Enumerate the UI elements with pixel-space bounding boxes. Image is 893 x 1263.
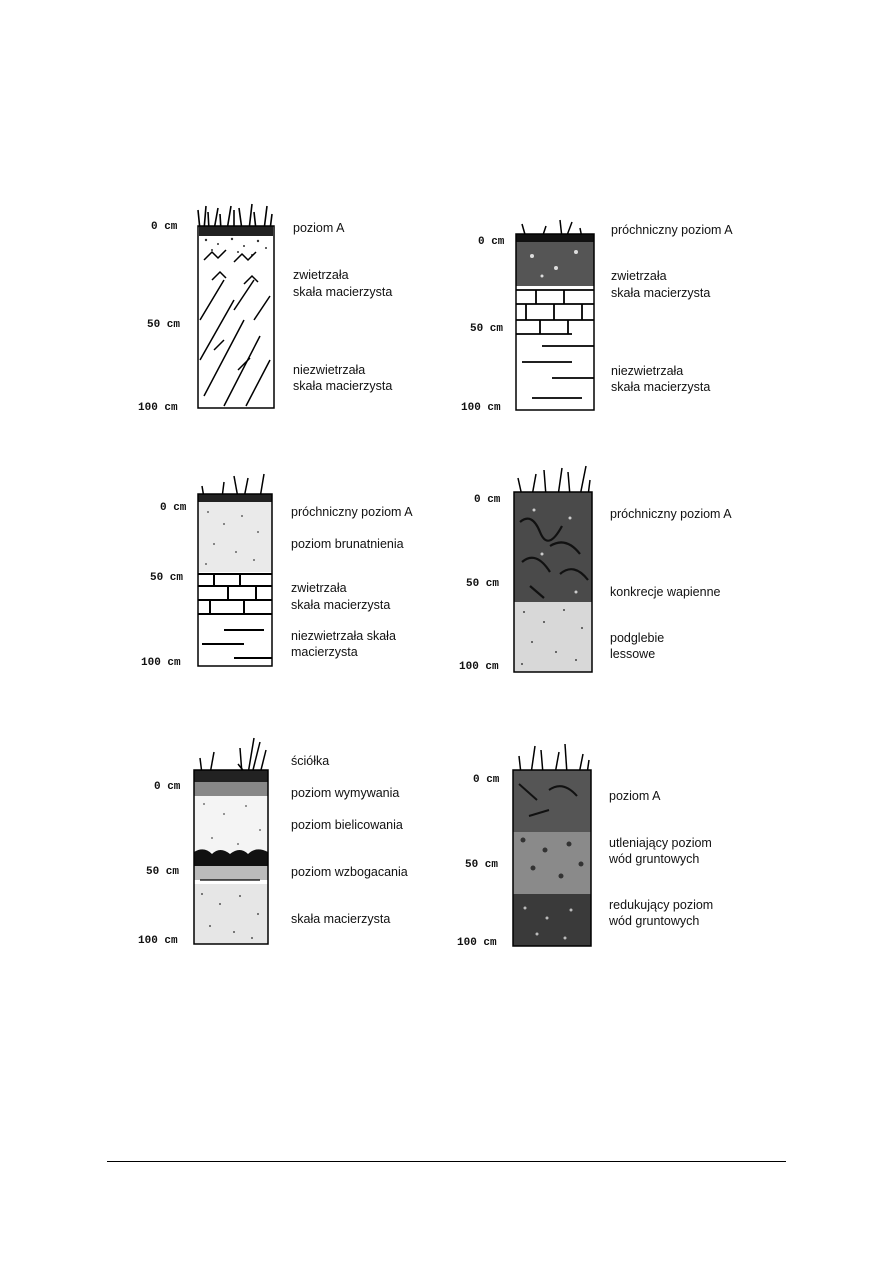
- horizon-label: próchniczny poziom A: [611, 223, 733, 237]
- horizon-label: poziom bielicowania: [291, 818, 403, 832]
- horizon-label: niezwietrzała skała: [291, 629, 396, 643]
- horizon-label: redukujący poziom: [609, 898, 714, 912]
- horizon-label: podglebie: [610, 631, 665, 645]
- horizon-label: niezwietrzała: [293, 363, 366, 377]
- soil-column-1: [194, 200, 276, 412]
- horizon-label: konkrecje wapienne: [610, 585, 721, 599]
- depth-100cm: 100 cm: [138, 402, 178, 414]
- depth-50cm: 50 cm: [150, 572, 184, 584]
- horizon-label: zwietrzała: [293, 268, 349, 282]
- horizon-label: macierzysta: [291, 645, 358, 659]
- depth-50cm: 50 cm: [147, 319, 181, 331]
- depth-100cm: 100 cm: [138, 935, 178, 947]
- horizon-label: skała macierzysta: [611, 286, 711, 300]
- depth-0cm: 0 cm: [474, 494, 501, 506]
- depth-100cm: 100 cm: [461, 402, 501, 414]
- horizon-label: skała macierzysta: [293, 285, 393, 299]
- soil-column-5: [190, 734, 272, 948]
- horizon-label: zwietrzała: [291, 581, 347, 595]
- horizon-label: wód gruntowych: [609, 852, 700, 866]
- soil-column-2: [512, 216, 598, 414]
- depth-50cm: 50 cm: [146, 866, 180, 878]
- depth-0cm: 0 cm: [160, 502, 187, 514]
- soil-column-3: [194, 472, 276, 670]
- horizon-label: próchniczny poziom A: [291, 505, 413, 519]
- horizon-label: skała macierzysta: [291, 598, 391, 612]
- horizon-label: skała macierzysta: [611, 380, 711, 394]
- horizon-label: poziom wzbogacania: [291, 865, 408, 879]
- horizon-label: poziom A: [293, 221, 345, 235]
- footer-divider: [107, 1161, 786, 1162]
- horizon-label: wód gruntowych: [609, 914, 700, 928]
- soil-column-4: [510, 462, 596, 676]
- horizon-label: poziom wymywania: [291, 786, 400, 800]
- horizon-label: poziom A: [609, 789, 661, 803]
- horizon-label: próchniczny poziom A: [610, 507, 732, 521]
- depth-0cm: 0 cm: [473, 774, 500, 786]
- depth-100cm: 100 cm: [459, 661, 499, 673]
- horizon-label: skała macierzysta: [293, 379, 393, 393]
- soil-column-6: [509, 740, 595, 950]
- horizon-label: poziom brunatnienia: [291, 537, 404, 551]
- horizon-label: utleniający poziom: [609, 836, 712, 850]
- depth-50cm: 50 cm: [470, 323, 504, 335]
- horizon-label: skała macierzysta: [291, 912, 391, 926]
- depth-50cm: 50 cm: [465, 859, 499, 871]
- depth-0cm: 0 cm: [151, 221, 178, 233]
- horizon-label: ściółka: [291, 754, 330, 768]
- depth-100cm: 100 cm: [141, 657, 181, 669]
- horizon-label: niezwietrzała: [611, 364, 684, 378]
- depth-0cm: 0 cm: [154, 781, 181, 793]
- horizon-label: lessowe: [610, 647, 656, 661]
- depth-100cm: 100 cm: [457, 937, 497, 949]
- depth-0cm: 0 cm: [478, 236, 505, 248]
- horizon-label: zwietrzała: [611, 269, 667, 283]
- depth-50cm: 50 cm: [466, 578, 500, 590]
